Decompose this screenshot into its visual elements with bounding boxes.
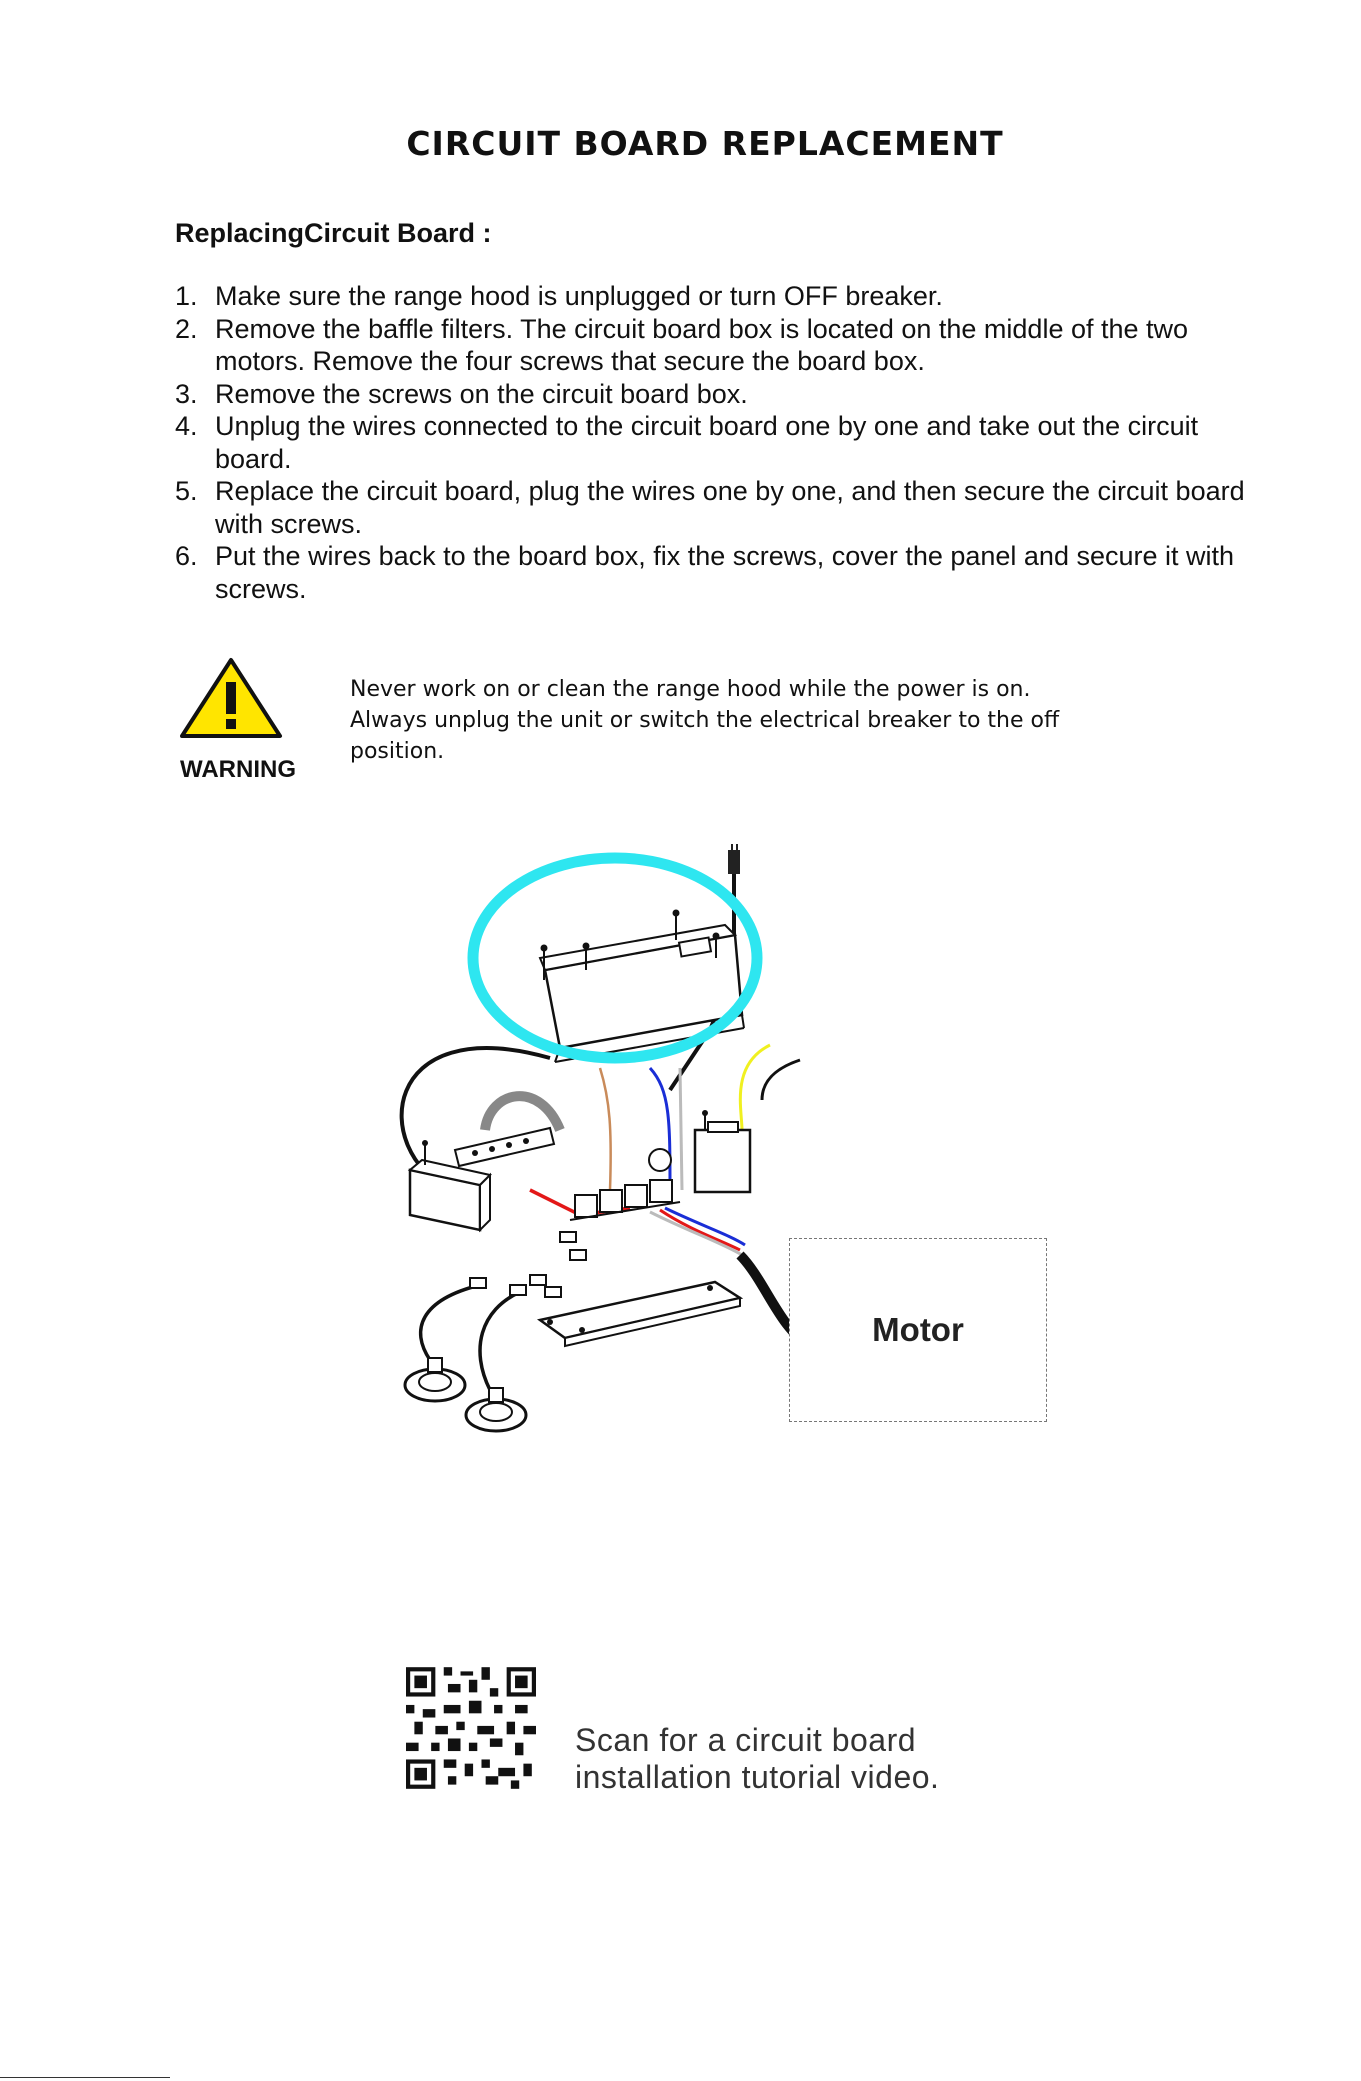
step-text: Remove the screws on the circuit board b…: [215, 378, 748, 409]
step-text: Make sure the range hood is unplugged or…: [215, 281, 943, 311]
step-item: 1. Make sure the range hood is unplugged …: [175, 280, 1255, 313]
step-number: 3.: [175, 378, 198, 409]
step-number: 5.: [175, 476, 198, 506]
wiring-diagram: [399, 844, 813, 1433]
motor-label: Motor: [872, 1311, 964, 1348]
qr-caption-line1: Scan for a circuit board: [575, 1722, 917, 1758]
step-text: Remove the baffle filters. The circuit b…: [215, 313, 1189, 377]
warning-text: Never work on or clean the range hood wh…: [350, 677, 1060, 764]
qr-caption-line2: installation tutorial video.: [575, 1759, 940, 1795]
step-number: 6.: [175, 541, 198, 571]
step-text: Unplug the wires connected to the circui…: [215, 411, 1199, 474]
step-item: 4. Unplug the wires connected to the circ…: [175, 410, 1255, 475]
step-number: 1.: [175, 281, 198, 311]
page-title: CIRCUIT BOARD REPLACEMENT: [406, 124, 1004, 163]
step-number: 2.: [175, 313, 198, 344]
step-item: 2. Remove the baffle filters. The circuit…: [175, 313, 1255, 378]
qr-code-icon: [406, 1667, 536, 1789]
warning-label: WARNING: [180, 756, 296, 783]
highlight-circle: [467, 852, 763, 1064]
footer-rule: [0, 2077, 170, 2078]
step-item: 6. Put the wires back to the board box, f…: [175, 540, 1255, 605]
step-text: Put the wires back to the board box, fix…: [215, 541, 1235, 604]
step-item: 3. Remove the screws on the circuit board…: [175, 378, 1255, 411]
qr-caption: Scan for a circuit board installation tu…: [575, 1722, 939, 1796]
steps-list: 1. Make sure the range hood is unplugged …: [175, 280, 1255, 605]
transformer-box: [407, 1140, 492, 1233]
motor-callout: Motor: [789, 1238, 1047, 1422]
step-number: 4.: [175, 411, 198, 441]
pcb-board: [536, 1280, 744, 1348]
step-text: Replace the circuit board, plug the wire…: [215, 476, 1245, 539]
speakers: [403, 1357, 528, 1433]
connectors: [469, 1231, 587, 1298]
step-item: 5. Replace the circuit board, plug the wi…: [175, 475, 1255, 540]
circuit-board-box: [538, 909, 745, 1063]
section-heading: ReplacingCircuit Board :: [175, 218, 492, 248]
capacitor: [693, 1110, 752, 1194]
warning-triangle-icon: [180, 658, 282, 738]
control-panel: [453, 1091, 565, 1168]
relay-block: [569, 1148, 681, 1221]
